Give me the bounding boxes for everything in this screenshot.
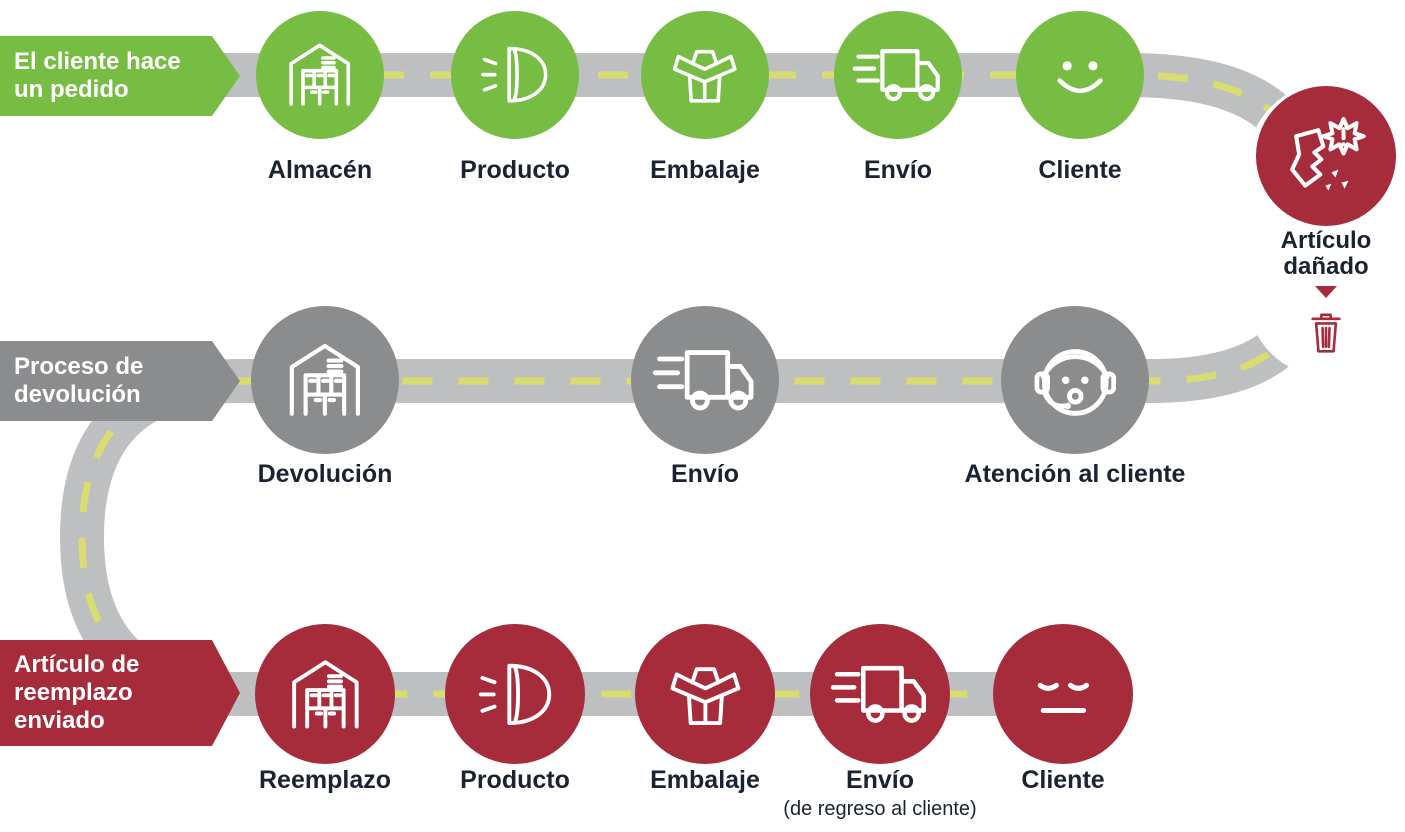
step-circle-customer bbox=[993, 624, 1133, 764]
trash-icon bbox=[1297, 302, 1355, 360]
step-circle-warehouse bbox=[256, 11, 384, 139]
open-box-icon bbox=[665, 35, 744, 114]
damaged-item-icon bbox=[1276, 106, 1377, 207]
flashlight-icon bbox=[472, 651, 559, 738]
delivery-truck-icon bbox=[830, 644, 931, 745]
flashlight-icon bbox=[475, 35, 554, 114]
step-circle-return-shipping bbox=[631, 306, 779, 454]
step-label: Envío bbox=[863, 156, 933, 184]
step-sublabel: (de regreso al cliente) bbox=[783, 798, 977, 820]
step-circle-customer bbox=[1016, 11, 1144, 139]
step-circle-replacement bbox=[255, 624, 395, 764]
damaged-item-badge: Artículo dañado bbox=[1248, 84, 1404, 376]
damaged-item-label: Artículo dañado bbox=[1280, 227, 1372, 281]
step-label: Atención al cliente bbox=[964, 460, 1186, 488]
warehouse-icon bbox=[282, 651, 369, 738]
banner-return-process: Proceso de devolución bbox=[0, 341, 240, 421]
banner-order-label: El cliente hace un pedido bbox=[14, 48, 181, 103]
banner-order: El cliente hace un pedido bbox=[0, 36, 240, 116]
step-label: Envío bbox=[670, 460, 740, 488]
step-label: Cliente bbox=[1021, 766, 1105, 794]
banner-replacement: Artículo de reemplazo enviado bbox=[0, 640, 240, 746]
delivery-truck-icon bbox=[852, 29, 944, 121]
open-box-icon bbox=[662, 651, 749, 738]
step-circle-product bbox=[445, 624, 585, 764]
delivery-truck-icon bbox=[652, 327, 759, 434]
road-dashes bbox=[78, 71, 1320, 698]
step-circle-packaging bbox=[641, 11, 769, 139]
banner-replacement-label: Artículo de reemplazo enviado bbox=[14, 651, 140, 734]
step-label: Cliente bbox=[1038, 156, 1122, 184]
headset-agent-icon bbox=[1022, 327, 1129, 434]
step-label: Embalaje bbox=[650, 766, 760, 794]
step-circle-shipping bbox=[834, 11, 962, 139]
warehouse-icon bbox=[280, 35, 359, 114]
arrow-down-icon bbox=[1315, 286, 1337, 298]
step-label: Producto bbox=[460, 156, 570, 184]
step-circle-customer-service bbox=[1001, 306, 1149, 454]
step-circle-packaging bbox=[635, 624, 775, 764]
step-circle-product bbox=[451, 11, 579, 139]
neutral-face-icon bbox=[1013, 644, 1114, 745]
step-label: Almacén bbox=[267, 156, 373, 184]
warehouse-icon bbox=[279, 334, 371, 426]
step-circle-shipping bbox=[810, 624, 950, 764]
step-label: Envío bbox=[845, 766, 915, 794]
step-circle-return bbox=[251, 306, 399, 454]
damaged-item-circle bbox=[1256, 86, 1396, 226]
step-label: Devolución bbox=[257, 460, 393, 488]
step-label: Embalaje bbox=[650, 156, 760, 184]
banner-return-process-label: Proceso de devolución bbox=[14, 353, 144, 408]
step-label: Producto bbox=[460, 766, 570, 794]
step-label: Reemplazo bbox=[259, 766, 391, 794]
happy-face-icon bbox=[1034, 29, 1126, 121]
